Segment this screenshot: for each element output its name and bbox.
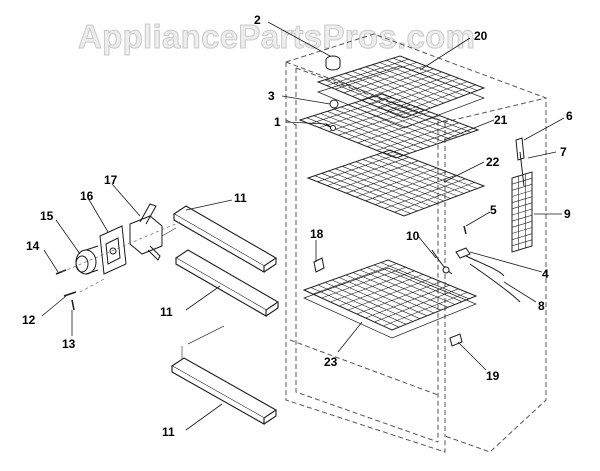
callout-labels: 2 20 3 1 21 6 7 22 17 11 16 5 9 15 18 10… xyxy=(22,13,573,439)
thermostat-assembly xyxy=(55,203,181,311)
drain-tube-coil-9 xyxy=(511,171,533,253)
callout-7: 7 xyxy=(560,145,567,159)
callout-14: 14 xyxy=(26,239,40,253)
callout-19: 19 xyxy=(486,369,500,383)
callout-16: 16 xyxy=(80,189,94,203)
callout-11-top: 11 xyxy=(234,191,247,205)
callout-17: 17 xyxy=(104,173,118,187)
callout-6: 6 xyxy=(566,109,573,123)
callout-2: 2 xyxy=(254,13,261,27)
callout-20: 20 xyxy=(474,29,488,43)
callout-11-middle: 11 xyxy=(160,305,173,319)
shelf-23 xyxy=(302,259,478,339)
callout-11-bottom: 11 xyxy=(162,425,175,439)
small-parts xyxy=(313,55,525,347)
callout-13: 13 xyxy=(62,337,76,351)
rail-11-bottom xyxy=(170,357,278,425)
rail-11-top xyxy=(172,205,278,273)
callout-4: 4 xyxy=(542,267,549,281)
callout-3: 3 xyxy=(268,89,275,103)
callout-5: 5 xyxy=(490,203,497,217)
callout-8: 8 xyxy=(538,299,545,313)
callout-10: 10 xyxy=(406,229,420,243)
rail-11-middle xyxy=(174,249,280,317)
callout-23: 23 xyxy=(324,355,338,369)
callout-15: 15 xyxy=(40,209,54,223)
watermark-logo: AppliancePartsPros.com xyxy=(77,18,476,56)
callout-9: 9 xyxy=(564,207,571,221)
cabinet-outline xyxy=(285,33,547,453)
callout-1: 1 xyxy=(274,115,281,129)
callout-21: 21 xyxy=(494,113,508,127)
callout-12: 12 xyxy=(22,313,36,327)
callout-18: 18 xyxy=(310,227,324,241)
rail-guide-lines xyxy=(161,227,225,360)
callout-22: 22 xyxy=(486,155,500,169)
leader-lines xyxy=(41,21,565,431)
shelf-21 xyxy=(298,93,480,159)
shelf-22 xyxy=(306,149,486,217)
